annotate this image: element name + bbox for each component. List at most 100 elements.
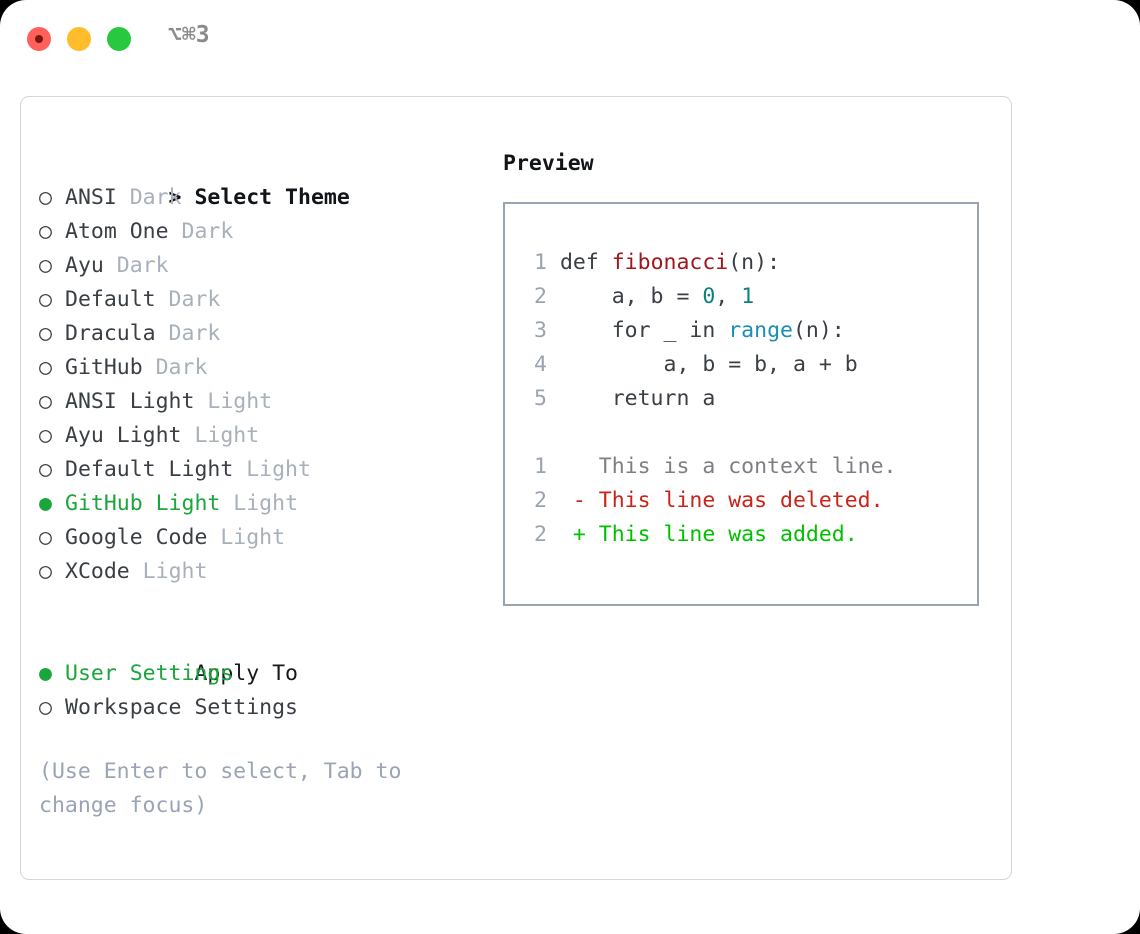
- line-number: 1: [534, 454, 547, 479]
- apply-to-option-label: User Settings: [65, 661, 234, 686]
- apply-to-options: ● User Settings ○Workspace Settings: [39, 657, 479, 725]
- diff-line-del: 2 - This line was deleted.: [523, 484, 971, 518]
- list-spacer: [39, 589, 479, 623]
- theme-name: Default: [65, 287, 156, 312]
- theme-variant-tag: Light: [181, 423, 260, 448]
- theme-option-google-code[interactable]: ○ Google Code Light: [39, 521, 479, 555]
- theme-option-ansi[interactable]: ○ ANSI Dark: [39, 181, 479, 215]
- theme-option-dracula[interactable]: ○Dracula Dark: [39, 317, 479, 351]
- theme-variant-tag: Dark: [142, 355, 208, 380]
- theme-option-github[interactable]: ○GitHub Dark: [39, 351, 479, 385]
- radio-unselected-icon: ○: [39, 287, 52, 312]
- theme-name: ANSI Light: [65, 389, 195, 414]
- shortcut-label: ⌥⌘3: [168, 22, 210, 48]
- line-number: 1: [534, 250, 547, 275]
- radio-unselected-icon: ○: [39, 423, 52, 448]
- theme-name: XCode: [65, 559, 130, 584]
- theme-option-ayu[interactable]: ○ Ayu Dark: [39, 249, 479, 283]
- theme-name: Ayu Light: [65, 423, 182, 448]
- theme-name: ANSI: [65, 185, 117, 210]
- diff-text: This line was added.: [598, 522, 858, 547]
- theme-name: GitHub Light: [65, 491, 221, 516]
- radio-selected-icon: ●: [39, 491, 52, 516]
- theme-name: Dracula: [65, 321, 156, 346]
- keyboard-hint: (Use Enter to select, Tab to change focu…: [39, 759, 415, 818]
- theme-picker-panel: >Select Theme ○ANSI Dark○Atom One Dark○A…: [20, 96, 1012, 880]
- code-line: 1 def fibonacci(n):: [523, 246, 971, 280]
- close-button[interactable]: [27, 27, 51, 51]
- theme-variant-tag: Light: [194, 389, 273, 414]
- theme-option-ayu-light[interactable]: ○ Ayu Light Light: [39, 419, 479, 453]
- theme-option-github-light[interactable]: ●GitHub Light Light: [39, 487, 479, 521]
- theme-variant-tag: Dark: [155, 287, 221, 312]
- radio-unselected-icon: ○: [39, 559, 52, 584]
- code-token-fn: fibonacci: [611, 250, 729, 275]
- radio-unselected-icon: ○: [39, 525, 52, 550]
- code-line: 5 return a: [523, 382, 971, 416]
- diff-sign: -: [572, 488, 599, 513]
- apply-to-label-row: ○Apply To: [39, 623, 479, 686]
- theme-option-xcode[interactable]: ○ XCode Light: [39, 555, 479, 589]
- theme-variant-tag: Light: [233, 457, 311, 482]
- diff-line-ctx: 1 This is a context line.: [523, 450, 971, 484]
- theme-option-default-light[interactable]: ○Default Light Light: [39, 453, 479, 487]
- theme-name: GitHub: [65, 355, 143, 380]
- theme-name: Google Code: [65, 525, 208, 550]
- code-token-num: 1: [741, 284, 755, 309]
- code-line: 2 a, b = 0, 1: [523, 280, 971, 314]
- minimize-button[interactable]: [67, 27, 91, 51]
- theme-option-atom-one[interactable]: ○ Atom One Dark: [39, 215, 479, 249]
- line-number: 3: [534, 318, 547, 343]
- code-token-plain: def: [559, 250, 612, 275]
- theme-option-ansi-light[interactable]: ○ ANSI Light Light: [39, 385, 479, 419]
- line-number: 2: [534, 488, 547, 513]
- theme-variant-tag: Light: [129, 559, 208, 584]
- theme-variant-tag: Dark: [103, 253, 169, 278]
- theme-variant-tag: Dark: [116, 185, 182, 210]
- select-theme-title: Select Theme: [194, 185, 350, 210]
- theme-variant-tag: Light: [207, 525, 286, 550]
- preview-title: Preview: [503, 151, 594, 176]
- diff-text: This line was deleted.: [598, 488, 884, 513]
- radio-unselected-icon: ○: [39, 389, 52, 414]
- code-token-plain: a, b =: [559, 284, 703, 309]
- radio-unselected-icon: ○: [39, 219, 52, 244]
- line-number: 2: [534, 284, 547, 309]
- diff-line-add: 2 + This line was added.: [523, 518, 971, 552]
- theme-list: ○ANSI Dark○Atom One Dark○Ayu Dark○Defaul…: [39, 181, 479, 589]
- line-number: 5: [534, 386, 547, 411]
- apply-to-option-workspace-settings[interactable]: ○Workspace Settings: [39, 691, 479, 725]
- code-token-num: 0: [702, 284, 716, 309]
- zoom-button[interactable]: [107, 27, 131, 51]
- code-line: 4 a, b = b, a + b: [523, 348, 971, 382]
- code-token-plain: (n):: [728, 250, 781, 275]
- code-token-call: range: [728, 318, 793, 343]
- diff-block: 1 This is a context line.2 - This line w…: [523, 450, 971, 552]
- theme-variant-tag: Dark: [168, 219, 234, 244]
- code-token-plain: return a: [559, 386, 716, 411]
- code-diff-gap: [523, 416, 971, 450]
- prompt-caret-icon: >: [168, 185, 182, 210]
- diff-text: This is a context line.: [598, 454, 897, 479]
- title-bar: ⌥⌘3: [0, 0, 1140, 80]
- radio-unselected-icon: ○: [39, 185, 52, 210]
- code-token-plain: ,: [715, 284, 742, 309]
- theme-name: Ayu: [65, 253, 104, 278]
- theme-name: Atom One: [65, 219, 169, 244]
- diff-sign: +: [572, 522, 599, 547]
- radio-selected-icon: ●: [39, 661, 52, 686]
- code-line: 3 for _ in range(n):: [523, 314, 971, 348]
- theme-option-default[interactable]: ○ Default Dark: [39, 283, 479, 317]
- theme-variant-tag: Dark: [155, 321, 221, 346]
- radio-unselected-icon: ○: [39, 253, 52, 278]
- line-number: 4: [534, 352, 547, 377]
- code-token-plain: for _ in: [559, 318, 729, 343]
- code-token-plain: (n):: [792, 318, 845, 343]
- preview-column: Preview 1 def fibonacci(n):2 a, b = 0, 1…: [503, 147, 995, 606]
- diff-sign: [573, 454, 599, 479]
- apply-to-option-user-settings[interactable]: ● User Settings: [39, 657, 479, 691]
- apply-to-label: Apply To: [194, 661, 299, 686]
